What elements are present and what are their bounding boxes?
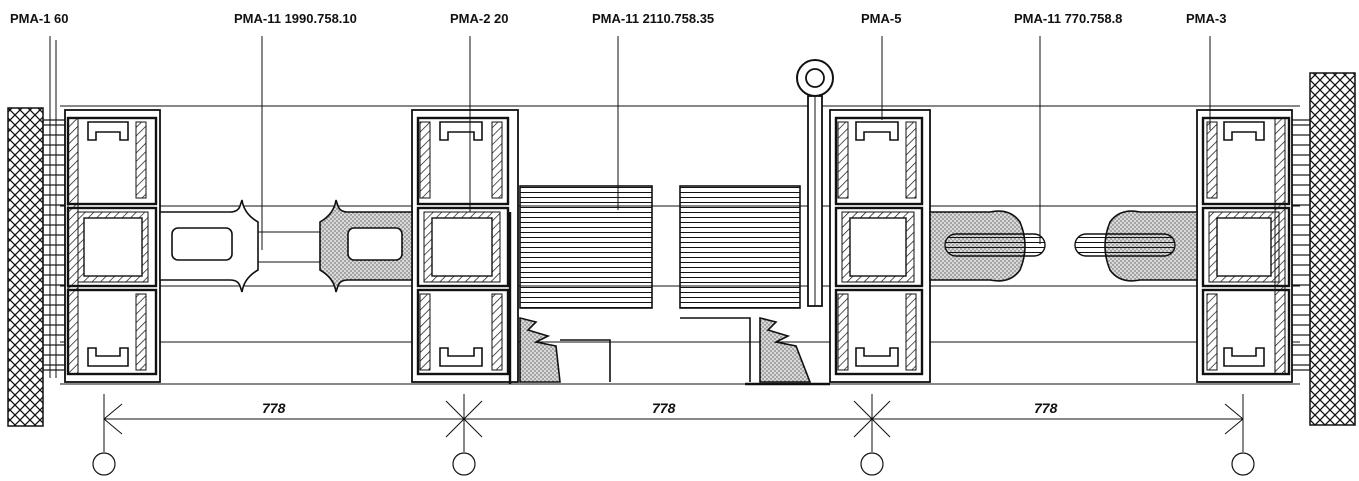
column-pma5	[829, 109, 931, 383]
panel-2	[519, 185, 830, 386]
dimension-line: 778 778 778	[103, 394, 1244, 452]
axis-marker	[452, 452, 476, 476]
right-wall	[1289, 72, 1356, 426]
column-pma3	[1196, 109, 1293, 383]
label-pma11-a: PMA-11 1990.758.10	[234, 11, 357, 26]
column-pma1	[64, 109, 161, 383]
labels: PMA-1 60 PMA-11 1990.758.10 PMA-2 20 PMA…	[10, 11, 1226, 26]
axis-marker	[860, 452, 884, 476]
label-pma11-b: PMA-11 2110.758.35	[592, 11, 714, 26]
panel-1	[159, 199, 413, 293]
pivot-post	[796, 59, 834, 307]
grid-axis-markers	[92, 452, 1255, 476]
dimension-label-2: 778	[652, 400, 676, 416]
label-pma2: PMA-2 20	[450, 11, 509, 26]
label-pma1: PMA-1 60	[10, 11, 69, 26]
label-pma5: PMA-5	[861, 11, 901, 26]
left-wall	[7, 40, 66, 427]
axis-marker	[92, 452, 116, 476]
panel-3	[929, 210, 1198, 282]
leader-lines	[49, 36, 1211, 250]
dimension-label-1: 778	[262, 400, 286, 416]
dimension-label-3: 778	[1034, 400, 1058, 416]
column-pma2	[411, 109, 519, 384]
axis-marker	[1231, 452, 1255, 476]
label-pma3: PMA-3	[1186, 11, 1226, 26]
label-pma11-c: PMA-11 770.758.8	[1014, 11, 1122, 26]
